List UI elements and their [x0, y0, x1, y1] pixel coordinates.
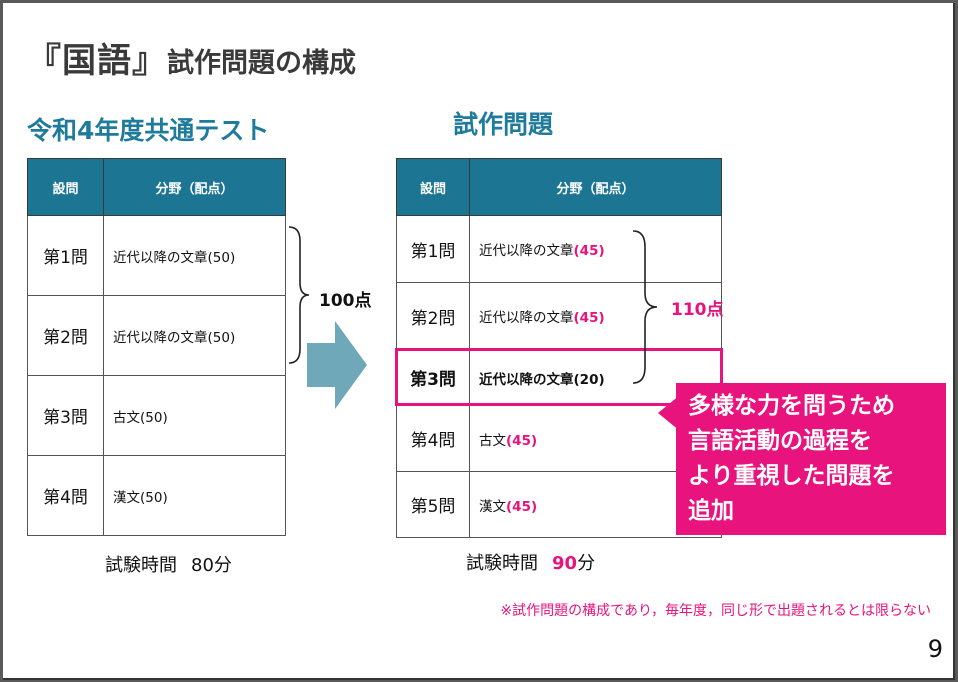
- right-f-4-text: 古文: [479, 432, 506, 449]
- callout-line-2: 言語活動の過程を: [688, 428, 872, 454]
- right-time-value: 90: [552, 553, 578, 574]
- slide: 『国語』試作問題の構成 令和4年度共通テスト 設問 分野（配点） 第1問 近代以…: [3, 3, 955, 680]
- page-number: 9: [927, 635, 943, 663]
- table-row: 第2問 近代以降の文章(45): [396, 282, 722, 350]
- right-time-label: 試験時間: [466, 553, 538, 574]
- left-f-1: 近代以降の文章(50): [103, 215, 286, 296]
- right-brace-icon: [632, 230, 658, 384]
- slide-title: 『国語』試作問題の構成: [27, 33, 356, 82]
- left-q-2: 第2問: [27, 295, 104, 376]
- left-heading: 令和4年度共通テスト: [27, 116, 270, 145]
- left-time-label: 試験時間: [105, 555, 177, 576]
- left-exam-time: 試験時間 80分: [105, 551, 232, 577]
- footnote: ※試作問題の構成であり，毎年度，同じ形で出題されるとは限らない: [500, 603, 931, 619]
- table-row: 第3問 古文(50): [27, 375, 286, 456]
- right-table: 設問 分野（配点） 第1問 近代以降の文章(45) 第2問 近代以降の文章(45…: [396, 158, 722, 538]
- left-table: 設問 分野（配点） 第1問 近代以降の文章(50) 第2問 近代以降の文章(50…: [27, 158, 286, 536]
- left-header-f: 分野（配点）: [103, 158, 286, 216]
- right-f-2-text: 近代以降の文章: [479, 310, 574, 326]
- right-header-q: 設問: [396, 158, 470, 216]
- callout-line-4: 追加: [688, 498, 734, 524]
- right-arrow-icon: [307, 321, 367, 409]
- left-f-4: 漢文(50): [103, 455, 286, 536]
- left-total-points: 100点: [319, 291, 372, 311]
- right-f-1-text: 近代以降の文章: [479, 243, 574, 259]
- right-q-1: 第1問: [396, 215, 470, 283]
- right-f-5-text: 漢文: [479, 498, 506, 515]
- table-row: 第4問 漢文(50): [27, 455, 286, 536]
- right-f-5-points: (45): [506, 498, 538, 515]
- callout-line-3: より重視した問題を: [688, 463, 895, 489]
- callout-box: 多様な力を問うため 言語活動の過程を より重視した問題を 追加: [676, 383, 946, 535]
- left-q-4: 第4問: [27, 455, 104, 536]
- table-row: 第2問 近代以降の文章(50): [27, 295, 286, 376]
- left-q-3: 第3問: [27, 375, 104, 456]
- highlight-box: [395, 348, 723, 406]
- table-row: 第1問 近代以降の文章(50): [27, 215, 286, 296]
- title-rest: 試作問題の構成: [167, 48, 356, 79]
- left-table-header: 設問 分野（配点）: [27, 158, 286, 216]
- table-row: 第5問 漢文(45): [396, 471, 722, 538]
- callout-line-1: 多様な力を問うため: [688, 393, 895, 419]
- left-header-q: 設問: [27, 158, 104, 216]
- right-q-5: 第5問: [396, 471, 470, 538]
- right-f-2: 近代以降の文章(45): [469, 282, 722, 350]
- left-f-3: 古文(50): [103, 375, 286, 456]
- right-exam-time: 試験時間 90分: [466, 549, 595, 575]
- right-f-4-points: (45): [506, 432, 538, 449]
- right-heading: 試作問題: [453, 110, 554, 139]
- callout-tail-icon: [658, 395, 680, 431]
- right-f-1: 近代以降の文章(45): [469, 215, 722, 283]
- right-header-f: 分野（配点）: [469, 158, 722, 216]
- right-total-points: 110点: [671, 300, 724, 320]
- left-brace-icon: [288, 226, 310, 364]
- left-f-2: 近代以降の文章(50): [103, 295, 286, 376]
- table-row: 第1問 近代以降の文章(45): [396, 215, 722, 283]
- left-q-1: 第1問: [27, 215, 104, 296]
- right-q-2: 第2問: [396, 282, 470, 350]
- right-q-4: 第4問: [396, 405, 470, 472]
- title-main: 『国語』: [27, 41, 167, 81]
- right-time-unit: 分: [577, 553, 596, 574]
- right-f-1-points: (45): [573, 243, 605, 259]
- right-table-header: 設問 分野（配点）: [396, 158, 722, 216]
- left-time-value: 80分: [191, 555, 232, 576]
- right-f-2-points: (45): [573, 310, 605, 326]
